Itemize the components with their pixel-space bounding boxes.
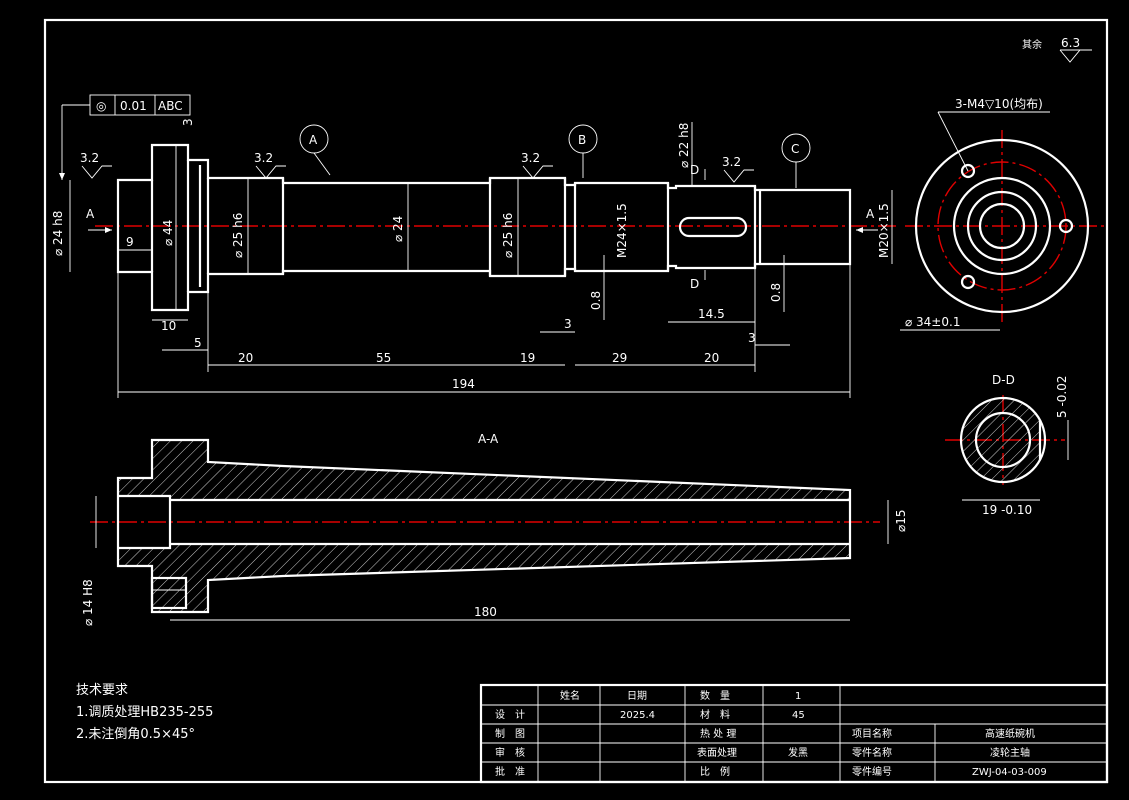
svg-text:A: A xyxy=(866,207,875,221)
section-aa-view: A-A ⌀ 14 H8 ⌀15 180 xyxy=(81,432,908,626)
svg-text:A-A: A-A xyxy=(478,432,499,446)
svg-text:⌀ 44: ⌀ 44 xyxy=(161,220,175,246)
svg-text:⌀ 24 h8: ⌀ 24 h8 xyxy=(51,211,65,256)
svg-text:20: 20 xyxy=(238,351,253,365)
svg-text:比 例: 比 例 xyxy=(700,765,730,778)
svg-text:3.2: 3.2 xyxy=(722,155,741,169)
shaft-main-view: A A D D xyxy=(86,143,900,312)
svg-text:其余: 其余 xyxy=(1022,38,1042,51)
svg-text:3: 3 xyxy=(748,331,756,345)
svg-text:1: 1 xyxy=(795,691,801,702)
svg-text:0.8: 0.8 xyxy=(589,291,603,310)
svg-text:5 -0.02: 5 -0.02 xyxy=(1055,376,1069,419)
svg-text:45: 45 xyxy=(792,710,805,721)
svg-text:D: D xyxy=(690,277,699,291)
svg-text:3: 3 xyxy=(564,317,572,331)
svg-text:材 料: 材 料 xyxy=(700,708,730,721)
notes-title: 技术要求 xyxy=(76,683,129,698)
svg-text:3.2: 3.2 xyxy=(254,151,273,165)
technical-requirements: 技术要求 1.调质处理HB235-255 2.未注倒角0.5×45° xyxy=(76,680,213,746)
svg-text:55: 55 xyxy=(376,351,391,365)
svg-text:D-D: D-D xyxy=(992,373,1015,387)
svg-text:6.3: 6.3 xyxy=(1061,36,1080,50)
svg-text:A: A xyxy=(86,207,95,221)
svg-text:⌀ 34±0.1: ⌀ 34±0.1 xyxy=(905,315,960,329)
svg-text:A: A xyxy=(309,133,318,147)
shaft-outline xyxy=(116,143,852,312)
svg-text:发黑: 发黑 xyxy=(788,746,808,759)
svg-text:3-M4▽10(均布): 3-M4▽10(均布) xyxy=(955,97,1043,111)
svg-text:热 处 理: 热 处 理 xyxy=(700,727,736,740)
svg-text:制 图: 制 图 xyxy=(495,727,525,740)
svg-text:批 准: 批 准 xyxy=(495,765,525,778)
svg-text:19: 19 xyxy=(520,351,535,365)
svg-text:20: 20 xyxy=(704,351,719,365)
svg-text:10: 10 xyxy=(161,319,176,333)
general-roughness: 其余 6.3 xyxy=(1022,36,1092,63)
svg-text:B: B xyxy=(578,133,586,147)
svg-text:凌轮主轴: 凌轮主轴 xyxy=(990,746,1030,759)
svg-text:⌀ 25 h6: ⌀ 25 h6 xyxy=(501,213,515,258)
svg-text:ABC: ABC xyxy=(158,99,183,113)
svg-text:180: 180 xyxy=(474,605,497,619)
svg-text:5: 5 xyxy=(194,336,202,350)
notes-item-1: 1.调质处理HB235-255 xyxy=(76,705,214,720)
flange-end-view: 3-M4▽10(均布) ⌀ 34±0.1 xyxy=(900,97,1105,331)
section-dd-view: D-D 5 -0.02 19 -0.10 xyxy=(945,373,1069,517)
svg-text:194: 194 xyxy=(452,377,475,391)
svg-text:高速纸碗机: 高速纸碗机 xyxy=(985,727,1035,740)
svg-text:9: 9 xyxy=(126,235,134,249)
svg-text:14.5: 14.5 xyxy=(698,307,725,321)
svg-text:D: D xyxy=(690,163,699,177)
svg-text:3: 3 xyxy=(181,118,195,126)
datum-markers: A B C xyxy=(299,124,811,188)
svg-text:项目名称: 项目名称 xyxy=(852,727,892,740)
svg-text:⌀15: ⌀15 xyxy=(894,510,908,533)
svg-text:日期: 日期 xyxy=(627,690,647,702)
svg-text:3.2: 3.2 xyxy=(521,151,540,165)
svg-text:3.2: 3.2 xyxy=(80,151,99,165)
keyway xyxy=(678,216,748,238)
svg-text:29: 29 xyxy=(612,351,627,365)
svg-text:⌀ 25 h6: ⌀ 25 h6 xyxy=(231,213,245,258)
svg-text:◎: ◎ xyxy=(96,99,106,113)
diameter-dims: ⌀ 24 h8 ⌀ 44 ⌀ 25 h6 ⌀ 24 ⌀ 25 h6 M24×1.… xyxy=(51,118,893,320)
svg-text:ZWJ-04-03-009: ZWJ-04-03-009 xyxy=(972,767,1047,778)
notes-item-2: 2.未注倒角0.5×45° xyxy=(76,727,196,742)
svg-text:⌀ 22 h8: ⌀ 22 h8 xyxy=(677,123,691,168)
svg-text:设 计: 设 计 xyxy=(495,708,525,721)
svg-text:零件名称: 零件名称 xyxy=(852,746,892,759)
svg-text:零件编号: 零件编号 xyxy=(852,765,892,778)
svg-text:姓名: 姓名 xyxy=(560,689,580,702)
svg-text:19 -0.10: 19 -0.10 xyxy=(982,503,1032,517)
svg-text:2025.4: 2025.4 xyxy=(620,710,655,721)
roughness-marks: 3.2 3.2 3.2 3.2 xyxy=(80,151,754,183)
drawing-border xyxy=(43,18,1109,784)
svg-text:⌀ 24: ⌀ 24 xyxy=(391,216,405,242)
svg-text:表面处理: 表面处理 xyxy=(697,746,737,759)
svg-text:M24×1.5: M24×1.5 xyxy=(615,203,629,258)
svg-text:0.01: 0.01 xyxy=(120,99,147,113)
svg-text:⌀ 14 H8: ⌀ 14 H8 xyxy=(81,579,95,626)
title-block: 姓名 日期 数 量 1 设 计 2025.4 材 料 45 制 图 热 处 理 … xyxy=(479,683,1109,784)
svg-text:数 量: 数 量 xyxy=(700,689,730,702)
length-dims: 9 10 5 20 55 19 29 20 194 3 14.5 3 xyxy=(117,235,851,398)
svg-text:审 核: 审 核 xyxy=(495,746,525,759)
svg-text:M20×1.5: M20×1.5 xyxy=(877,203,891,258)
svg-text:0.8: 0.8 xyxy=(769,283,783,302)
geometric-tolerance-frame: ◎ 0.01 ABC xyxy=(59,94,191,180)
svg-text:C: C xyxy=(791,142,799,156)
